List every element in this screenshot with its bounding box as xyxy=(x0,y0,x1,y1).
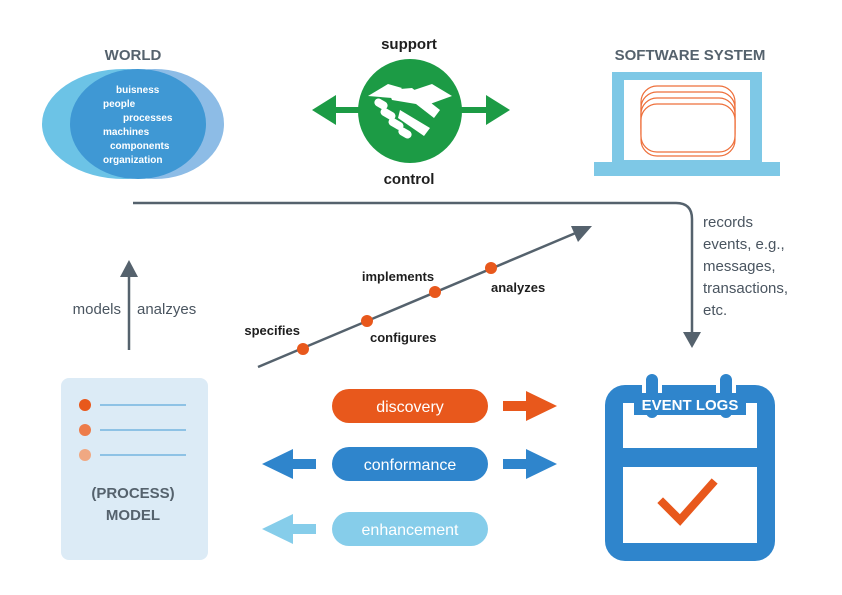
records-note: records events, e.g., messages, transact… xyxy=(703,214,788,319)
records-note-line: records xyxy=(703,214,753,231)
event-logs-group: EVENT LOGS xyxy=(605,370,775,561)
records-note-line: events, e.g., xyxy=(703,236,785,253)
world-item: machines xyxy=(103,127,150,138)
records-note-line: etc. xyxy=(703,302,727,319)
discovery-row: discovery xyxy=(332,389,557,423)
timeline-dot xyxy=(485,262,497,274)
discovery-label: discovery xyxy=(376,399,444,416)
records-arrowhead xyxy=(683,332,701,348)
bullet-dot xyxy=(79,399,91,411)
enhancement-row: enhancement xyxy=(262,512,488,546)
handshake-circle xyxy=(358,59,462,163)
timeline-dot xyxy=(429,286,441,298)
conformance-row: conformance xyxy=(262,447,557,481)
world-title: WORLD xyxy=(105,47,162,64)
process-model-group: (PROCESS) MODEL xyxy=(61,378,208,560)
arrow-right-head xyxy=(486,95,510,125)
control-label: control xyxy=(384,171,435,188)
event-logs-title: EVENT LOGS xyxy=(642,397,739,414)
world-item: organization xyxy=(103,155,162,166)
support-label: support xyxy=(381,36,437,53)
world-item: components xyxy=(110,141,170,152)
handshake-icon xyxy=(368,84,452,139)
timeline-dot xyxy=(297,343,309,355)
timeline-dot xyxy=(361,315,373,327)
enhancement-pill xyxy=(332,512,488,546)
analyzes-label: analzyes xyxy=(137,301,196,318)
world-ellipse-inner xyxy=(70,69,206,179)
enhancement-label: enhancement xyxy=(362,522,460,539)
software-system-title: SOFTWARE SYSTEM xyxy=(615,47,766,64)
bullet-dot xyxy=(79,424,91,436)
up-arrowhead xyxy=(120,260,138,277)
laptop-base xyxy=(594,162,780,176)
conformance-label: conformance xyxy=(364,457,457,474)
discovery-arrow-right xyxy=(526,391,557,421)
conformance-arrow-right xyxy=(526,449,557,479)
arrow-left-head xyxy=(312,95,336,125)
process-model-document xyxy=(61,378,208,560)
world-item: buisness xyxy=(116,85,160,96)
models-analyzes-group: models analzyes xyxy=(73,260,196,350)
checkmark-icon xyxy=(657,478,718,526)
conformance-pill xyxy=(332,447,488,481)
timeline-group: specifies configures implements analyzes xyxy=(244,226,592,369)
records-note-line: messages, xyxy=(703,258,776,275)
timeline-arrowhead xyxy=(571,226,592,242)
world-item: processes xyxy=(123,113,173,124)
records-connector xyxy=(133,201,694,335)
models-label: models xyxy=(73,301,121,318)
database-stack-icon xyxy=(640,85,736,157)
timeline-label: implements xyxy=(362,269,434,284)
process-model-title: (PROCESS) xyxy=(91,485,174,502)
enhancement-arrow-left xyxy=(262,514,293,544)
process-model-title: MODEL xyxy=(106,507,160,524)
conformance-arrow-left xyxy=(262,449,293,479)
world-group: WORLD buisness people processes machines… xyxy=(42,47,224,179)
software-system-group: SOFTWARE SYSTEM xyxy=(594,47,780,176)
discovery-pill xyxy=(332,389,488,423)
interaction-group: support control xyxy=(312,36,510,188)
records-note-line: transactions, xyxy=(703,280,788,297)
bullet-dot xyxy=(79,449,91,461)
timeline-label: specifies xyxy=(244,323,300,338)
world-item: people xyxy=(103,99,136,110)
timeline-label: analyzes xyxy=(491,280,545,295)
timeline-label: configures xyxy=(370,330,436,345)
